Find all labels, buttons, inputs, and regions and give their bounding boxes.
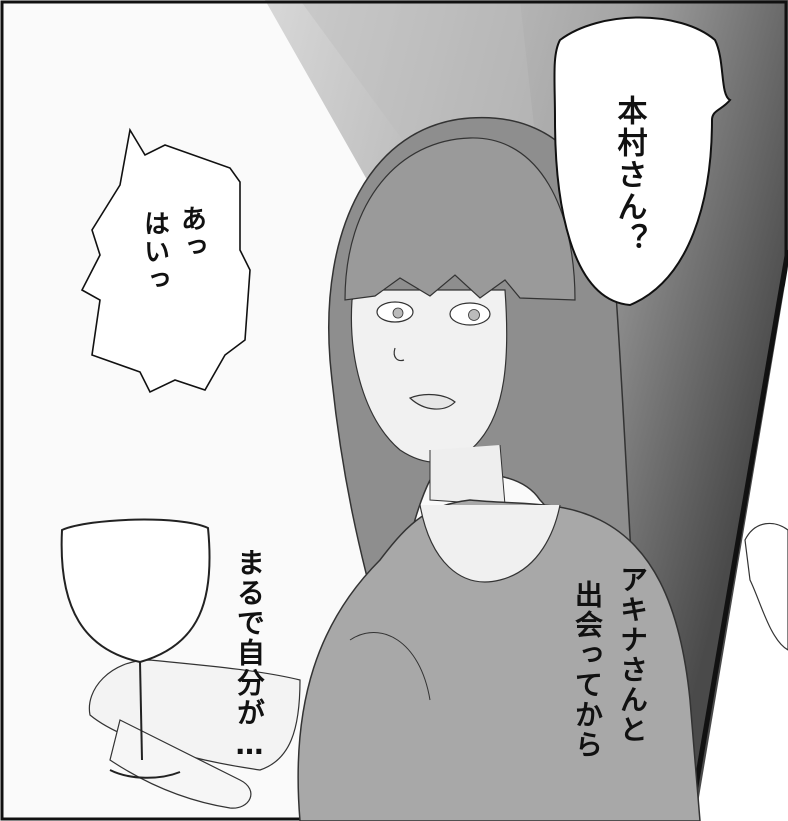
next-panel-area [695,266,788,821]
hair-bangs [344,137,576,301]
cleavage [349,632,431,701]
narration-lower-left: まるで自分が… [233,548,266,763]
arm [88,659,301,771]
narration-line1: アキナさんと [616,565,649,745]
neck [429,444,506,506]
hand-lower [109,719,252,809]
wine-glass-bowl [60,518,211,664]
wine-glass-base [109,769,181,779]
speech-bubble-top-right [553,16,732,307]
wine-glass-stem [139,661,143,761]
bubble-text-left-line2: はいっ [139,210,170,294]
nose [393,347,405,362]
neckline [419,504,561,583]
upper-beam [300,0,560,360]
top-garment [297,499,701,821]
bubble-text-top-right: 本村さん？ [611,95,647,255]
bubble-text-left-line1: あっ [176,205,207,261]
narration-line2: 出会ってから [571,580,604,760]
gutter-line [687,249,788,821]
mouth [408,393,456,410]
speech-bubble-left [80,127,251,394]
